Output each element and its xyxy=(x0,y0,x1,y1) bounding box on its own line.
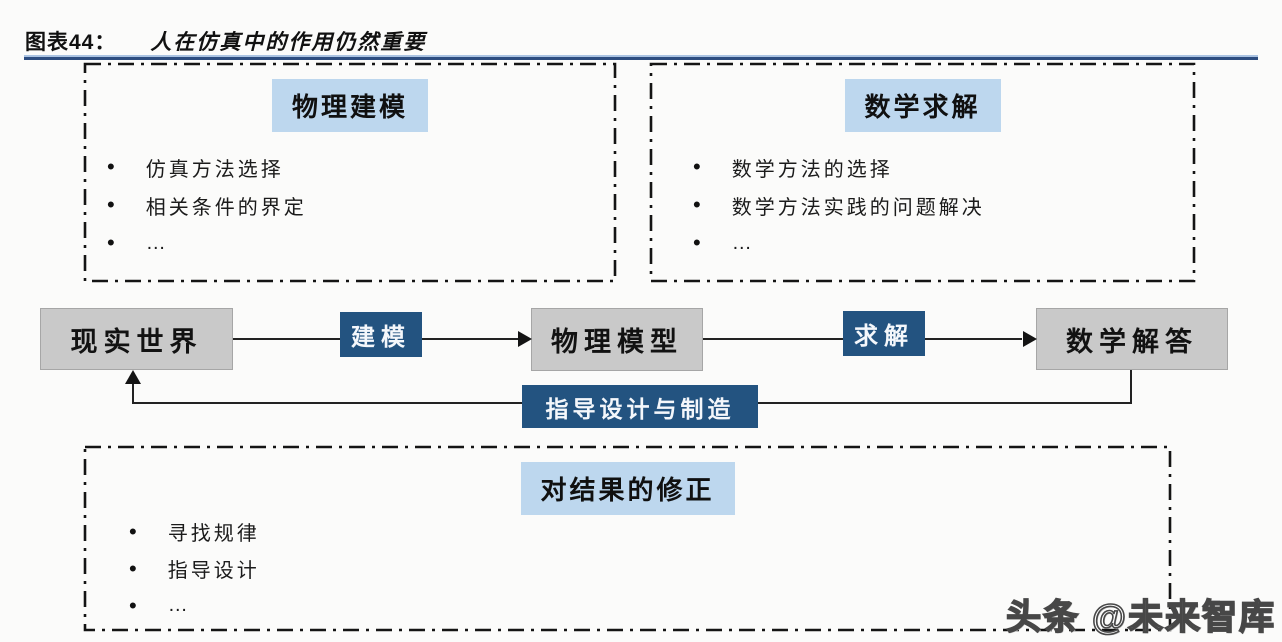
panel-math-solving-header: 数学求解 xyxy=(844,79,1001,132)
edge-label-solving: 求解 xyxy=(843,311,925,356)
node-real-world: 现实世界 xyxy=(40,308,233,370)
bullet-icon: • xyxy=(107,192,118,217)
bullet-text: 数学方法实践的问题解决 xyxy=(731,196,985,219)
arrow-right-icon xyxy=(518,331,532,347)
dashed-border xyxy=(83,62,617,283)
figure-caption: 图表44： 人在仿真中的作用仍然重要 xyxy=(25,26,426,56)
bullet-icon: • xyxy=(693,192,704,217)
bullet-text: … xyxy=(167,594,191,616)
panel-result-correction-header: 对结果的修正 xyxy=(520,462,735,515)
bullet-icon: • xyxy=(693,230,704,255)
bullet-text: 指导设计 xyxy=(167,560,260,582)
edge-label-modeling: 建模 xyxy=(340,312,422,357)
bullet-text: 寻找规律 xyxy=(167,523,260,545)
bullet-icon: • xyxy=(107,154,118,179)
bullet-item: • 数学方法的选择 xyxy=(693,148,985,186)
bullet-item: • 寻找规律 xyxy=(129,513,260,550)
feedback-line xyxy=(1130,370,1132,404)
arrow-right-icon xyxy=(1023,331,1037,347)
dashed-border xyxy=(649,62,1196,283)
panel-math-solving: 数学求解 • 数学方法的选择 • 数学方法实践的问题解决 • … xyxy=(649,62,1196,283)
node-math-solution: 数学解答 xyxy=(1036,308,1228,370)
bullet-icon: • xyxy=(129,518,140,544)
watermark: 头条 @未来智库 xyxy=(1005,597,1276,638)
bullet-icon: • xyxy=(107,230,118,255)
feedback-label: 指导设计与制造 xyxy=(522,385,758,428)
feedback-line xyxy=(132,383,134,404)
bullet-item: • … xyxy=(107,224,307,262)
figure-title: 人在仿真中的作用仍然重要 xyxy=(150,31,427,54)
bullet-text: … xyxy=(731,231,755,254)
bullet-text: … xyxy=(145,231,169,254)
bullet-item: • 数学方法实践的问题解决 xyxy=(693,186,985,224)
panel-result-correction-list: • 寻找规律 • 指导设计 • … xyxy=(129,513,260,624)
bullet-item: • 指导设计 xyxy=(129,550,260,587)
panel-math-solving-list: • 数学方法的选择 • 数学方法实践的问题解决 • … xyxy=(693,148,985,262)
panel-physical-modeling: 物理建模 • 仿真方法选择 • 相关条件的界定 • … xyxy=(83,62,617,283)
bullet-item: • … xyxy=(129,587,260,624)
panel-result-correction: 对结果的修正 • 寻找规律 • 指导设计 • … xyxy=(83,445,1172,632)
bullet-icon: • xyxy=(693,154,704,179)
bullet-text: 相关条件的界定 xyxy=(145,196,307,219)
bullet-item: • … xyxy=(693,224,985,262)
bullet-text: 数学方法的选择 xyxy=(731,158,893,181)
bullet-text: 仿真方法选择 xyxy=(145,158,284,181)
bullet-item: • 仿真方法选择 xyxy=(107,148,307,186)
title-underline xyxy=(24,57,1258,60)
dashed-border xyxy=(83,445,1172,632)
arrow-up-icon xyxy=(125,370,141,384)
node-physical-model: 物理模型 xyxy=(531,308,703,371)
panel-physical-modeling-list: • 仿真方法选择 • 相关条件的界定 • … xyxy=(107,148,307,262)
bullet-icon: • xyxy=(129,592,140,618)
bullet-icon: • xyxy=(129,555,140,581)
panel-physical-modeling-header: 物理建模 xyxy=(271,79,429,132)
figure-label: 图表44： xyxy=(25,31,117,54)
bullet-item: • 相关条件的界定 xyxy=(107,186,307,224)
